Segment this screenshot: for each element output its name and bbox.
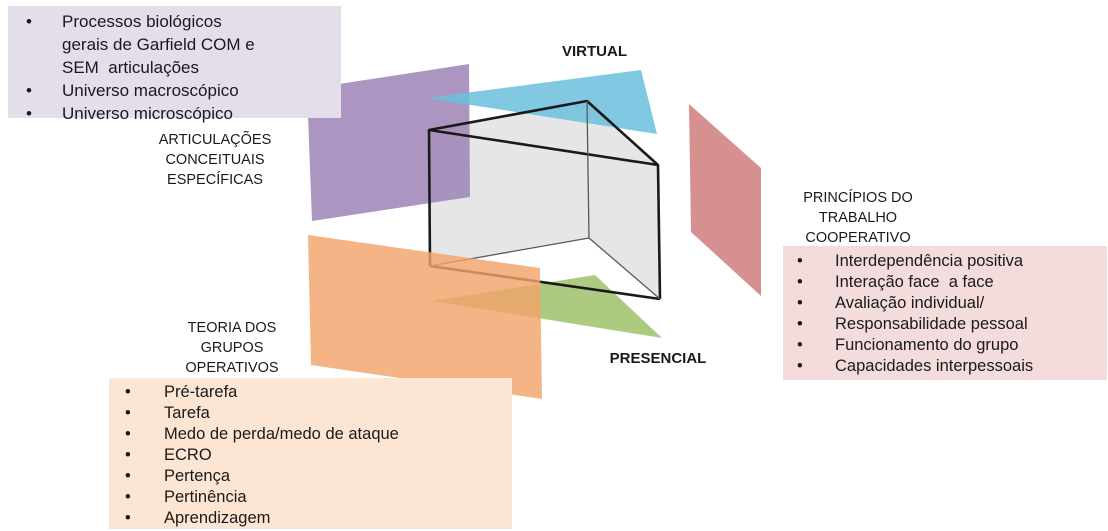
red-plane xyxy=(689,104,761,296)
list-item: Tarefa xyxy=(109,403,512,424)
label-line: ESPECÍFICAS xyxy=(167,172,263,188)
prism-bottom-back-right-edge xyxy=(588,237,661,300)
list-principios: Interdependência positiva Interação face… xyxy=(783,246,1107,377)
prism-front-right-edge xyxy=(656,164,662,300)
list-item-line: Universo macroscópico xyxy=(62,81,239,100)
list-item: Interdependência positiva xyxy=(783,251,1107,272)
list-item: Pertinência xyxy=(109,487,512,508)
list-item: Medo de perda/medo de ataque xyxy=(109,424,512,445)
orange-plane xyxy=(308,235,542,399)
label-teoria-grupos-operativos: TEORIA DOS GRUPOS OPERATIVOS xyxy=(150,318,314,378)
label-presencial: PRESENCIAL xyxy=(609,350,707,367)
list-item: ECRO xyxy=(109,445,512,466)
cyan-triangle-virtual xyxy=(426,70,657,134)
list-item: Pré-tarefa xyxy=(109,382,512,403)
list-item: Aprendizagem xyxy=(109,508,512,529)
list-item: Processos biológicos gerais de Garfield … xyxy=(8,10,341,79)
label-line: COOPERATIVO xyxy=(805,230,911,246)
list-item-line: SEM articulações xyxy=(62,58,199,77)
box-principios-cooperativo: Interdependência positiva Interação face… xyxy=(783,246,1107,380)
list-grupos-operativos: Pré-tarefa Tarefa Medo de perda/medo de … xyxy=(109,378,512,529)
list-item: Capacidades interpessoais xyxy=(783,356,1107,377)
label-line: PRINCÍPIOS DO xyxy=(803,190,913,206)
prism-front-left-edge xyxy=(427,129,432,267)
box-grupos-operativos: Pré-tarefa Tarefa Medo de perda/medo de … xyxy=(109,378,512,529)
label-line: GRUPOS xyxy=(200,340,264,356)
list-item: Funcionamento do grupo xyxy=(783,335,1107,356)
list-item-line: Universo microscópico xyxy=(62,104,233,123)
prism-top-face-outline xyxy=(427,99,660,167)
list-item-line: Processos biológicos xyxy=(62,12,222,31)
prism-back-edge xyxy=(586,100,590,239)
list-item: Avaliação individual/ xyxy=(783,293,1107,314)
box-processos-biologicos: Processos biológicos gerais de Garfield … xyxy=(8,6,341,125)
list-item: Universo macroscópico xyxy=(8,79,341,102)
label-principios-trabalho-cooperativo: PRINCÍPIOS DO TRABALHO COOPERATIVO xyxy=(770,188,946,248)
label-line: TRABALHO xyxy=(818,210,898,226)
list-processos-biologicos: Processos biológicos gerais de Garfield … xyxy=(8,6,341,125)
list-item: Pertença xyxy=(109,466,512,487)
label-virtual: VIRTUAL xyxy=(562,43,627,60)
prism-body xyxy=(429,101,660,299)
list-item: Responsabilidade pessoal xyxy=(783,314,1107,335)
label-line: ARTICULAÇÕES xyxy=(158,132,272,148)
list-item: Interação face a face xyxy=(783,272,1107,293)
list-item-line: gerais de Garfield COM e xyxy=(62,35,255,54)
label-line: CONCEITUAIS xyxy=(165,152,265,168)
label-line: OPERATIVOS xyxy=(185,360,279,376)
label-articulacoes-conceituais: ARTICULAÇÕES CONCEITUAIS ESPECÍFICAS xyxy=(120,130,310,190)
list-item: Universo microscópico xyxy=(8,102,341,125)
label-line: TEORIA DOS xyxy=(187,320,277,336)
